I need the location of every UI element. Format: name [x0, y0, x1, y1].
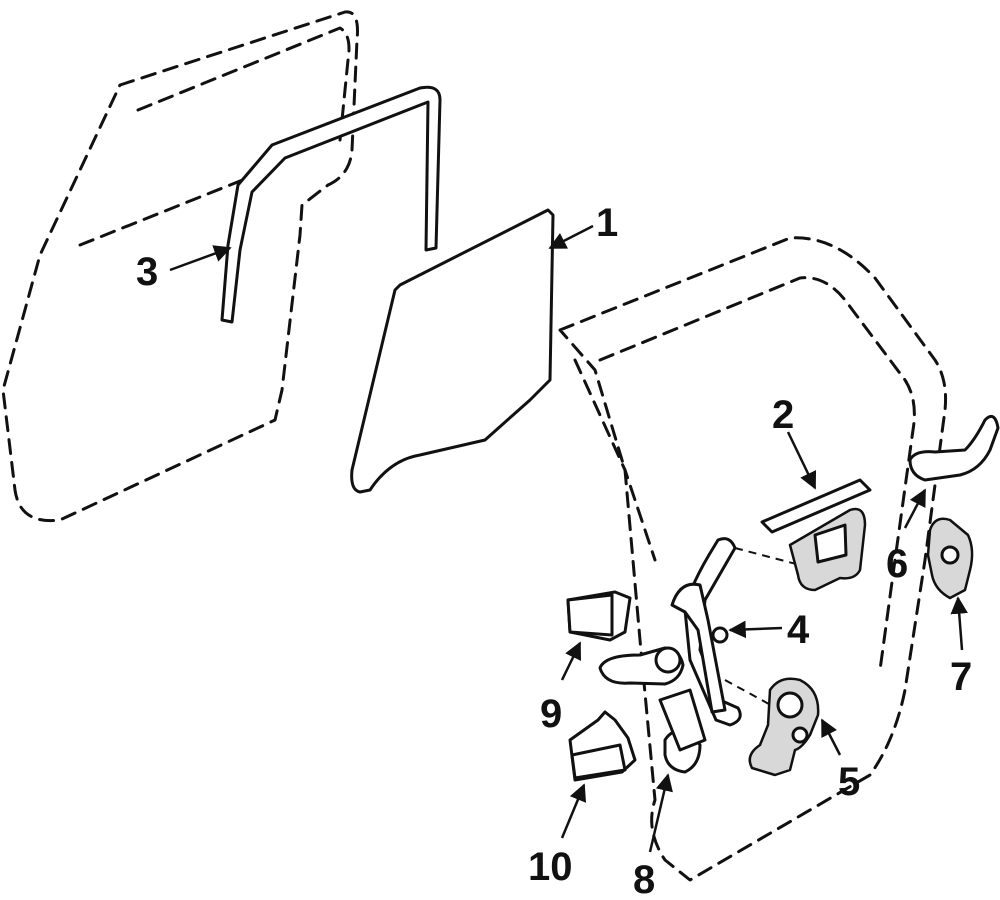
callout-7: 7	[950, 655, 972, 699]
callout-1: 1	[596, 201, 618, 245]
glass-sash	[760, 478, 872, 592]
door-glass	[350, 208, 555, 494]
run-channel	[220, 85, 442, 324]
outside-handle	[908, 414, 1000, 482]
regulator-motor	[748, 677, 820, 777]
rear-door-outline	[558, 236, 947, 882]
front-door-outline	[1, 10, 359, 523]
lower-hinge	[568, 710, 637, 782]
callout-6: 6	[886, 542, 908, 586]
callouts: 1 2 3 4 5 6 7 8 9 10	[136, 201, 972, 900]
callout-5: 5	[838, 760, 860, 804]
callout-4: 4	[787, 608, 810, 652]
upper-hinge	[566, 590, 632, 642]
callout-8: 8	[633, 858, 655, 900]
callout-10: 10	[528, 845, 573, 889]
callout-2: 2	[772, 393, 794, 437]
leader-lines	[169, 224, 968, 853]
window-regulator	[598, 537, 801, 774]
door-lock	[926, 517, 974, 600]
callout-3: 3	[136, 250, 158, 294]
callout-9: 9	[540, 692, 562, 736]
